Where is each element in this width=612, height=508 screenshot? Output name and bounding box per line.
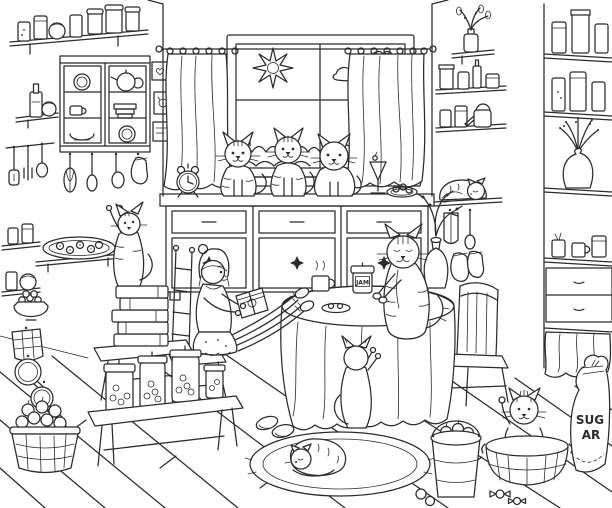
ladle-icon bbox=[111, 153, 125, 189]
candies bbox=[489, 489, 527, 506]
plant-shelf bbox=[451, 4, 495, 65]
cat-on-counter-3 bbox=[310, 133, 362, 197]
apple-bucket bbox=[415, 419, 482, 507]
cookie-tray-shelf bbox=[35, 236, 123, 273]
curtain-rod bbox=[155, 45, 437, 55]
branch-vase bbox=[417, 190, 463, 289]
dessert-glass bbox=[369, 151, 387, 194]
jam-jar: JAM bbox=[350, 262, 375, 294]
hanging-towel-right bbox=[443, 208, 459, 245]
girl-skirt bbox=[192, 331, 238, 356]
mug bbox=[311, 260, 336, 292]
tub-kitten bbox=[481, 387, 573, 486]
sugar-label-line1: SUG bbox=[576, 413, 604, 427]
bottle-shelf bbox=[15, 83, 59, 129]
girl-foot bbox=[299, 300, 315, 312]
girl-torso bbox=[195, 283, 232, 333]
left-jar-shelves bbox=[1, 223, 41, 297]
girl-hair-bun bbox=[197, 243, 209, 255]
girl-reading bbox=[192, 243, 315, 356]
oven-mitt-icon bbox=[130, 156, 149, 185]
sugar-sack: SUG AR bbox=[570, 354, 611, 473]
wall-cabinet bbox=[59, 55, 151, 153]
jar-bench bbox=[87, 345, 244, 467]
hanging-ladle-right bbox=[464, 208, 476, 250]
right-shelf-unit bbox=[543, 3, 612, 378]
cat-on-counter-1 bbox=[215, 131, 267, 197]
begging-cat bbox=[333, 335, 382, 429]
climbing-kitten bbox=[105, 201, 153, 287]
fork-icon bbox=[23, 145, 33, 181]
top-left-shelf bbox=[9, 4, 149, 55]
sun-icon bbox=[252, 47, 294, 89]
hanging-utensils-under-cabinet bbox=[63, 152, 149, 193]
watering-can-icon bbox=[464, 103, 492, 128]
ladle-icon bbox=[35, 143, 49, 178]
cat-on-counter-2 bbox=[265, 127, 315, 197]
big-cat-at-table bbox=[372, 223, 450, 340]
jam-label: JAM bbox=[355, 280, 369, 287]
spoon-icon bbox=[86, 153, 98, 192]
lavender-vase bbox=[559, 117, 599, 189]
girl-foot bbox=[294, 287, 310, 299]
whisk-icon bbox=[63, 153, 77, 193]
sleeping-cat-on-rug bbox=[284, 438, 347, 477]
alarm-clock bbox=[176, 163, 200, 198]
spatula-icon bbox=[8, 146, 20, 186]
right-jar-shelf-2 bbox=[435, 103, 507, 133]
table-plate-1 bbox=[321, 302, 351, 314]
apple-basket bbox=[9, 396, 81, 474]
berry-bowl bbox=[13, 290, 49, 321]
utensil-rail bbox=[5, 142, 55, 186]
right-curtain bbox=[345, 53, 426, 189]
book-stack bbox=[111, 285, 169, 347]
slippers bbox=[255, 415, 295, 439]
cookie-plate bbox=[386, 183, 418, 198]
right-jar-shelf-1 bbox=[435, 59, 507, 95]
sugar-label-line2: AR bbox=[582, 428, 601, 442]
hanging-gloves bbox=[450, 250, 485, 282]
